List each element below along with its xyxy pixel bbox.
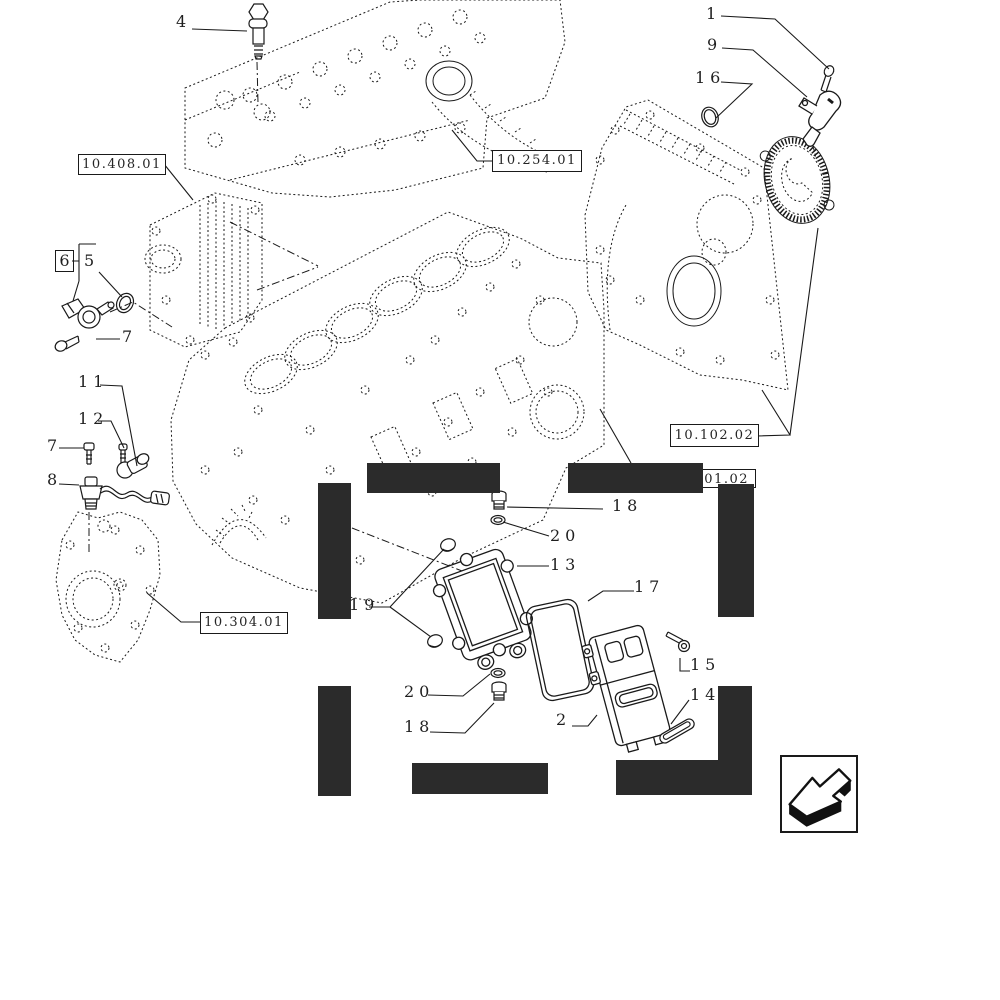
callout-19: 19 [349, 595, 380, 614]
ecu-gasket-part [525, 598, 595, 702]
bolt-7a-part [54, 335, 80, 352]
oil-pump-drawing [55, 511, 161, 663]
callout-20b: 20 [404, 682, 435, 701]
flywheel-housing-drawing [584, 99, 789, 391]
sensor-pin-part [820, 65, 835, 93]
crank-seal-drawing [666, 255, 722, 327]
ref-label: 10.254.01 [497, 153, 577, 168]
temperature-sensor-part [248, 3, 269, 60]
callout-17: 17 [634, 577, 665, 596]
callout-2: 2 [556, 710, 572, 729]
centerline-cooler-block [229, 221, 319, 291]
callout-7b: 7 [47, 436, 63, 455]
callout-12: 12 [78, 409, 109, 428]
elbow-11-part [116, 453, 150, 479]
ref-box-10-254-01: 10.254.01 [492, 150, 582, 172]
redaction-bar-right-lower [718, 686, 752, 795]
redaction-bar-bottom-left [412, 763, 548, 794]
centerline-cooler-plate [351, 527, 463, 572]
ref-label: 10.408.01 [82, 157, 162, 172]
callout-4: 4 [176, 12, 192, 31]
callout-5: 5 [84, 251, 100, 270]
back-arrow-icon [788, 768, 852, 827]
ref-box-10-408-01: 10.408.01 [78, 154, 166, 175]
bolt-15-part [665, 631, 691, 653]
intake-flange-drawing [425, 60, 473, 102]
leader-lines [58, 15, 830, 734]
callout-9: 9 [707, 35, 723, 54]
cylinder-head-drawing [184, 0, 566, 198]
ref-label-partial: 01.02 [704, 472, 749, 487]
ref-box-10-102-02: 10.102.02 [670, 424, 759, 447]
cap-19b-part [427, 634, 443, 648]
ecu-part [581, 624, 671, 753]
oring-5-part [115, 292, 135, 314]
speed-sensor-part [798, 90, 842, 147]
oring-20b-part [490, 667, 506, 679]
redaction-bar-left-lower [318, 686, 351, 796]
callout-6-boxed: 6 [55, 250, 74, 272]
redaction-bar-left-upper [318, 483, 351, 619]
ref-label: 10.102.02 [674, 428, 755, 443]
callout-1: 1 [706, 4, 722, 23]
redaction-bar-right-upper [718, 484, 754, 617]
ring-gear-drawing [759, 136, 835, 224]
oring-16-part [701, 106, 719, 128]
callout-20a: 20 [550, 526, 581, 545]
callout-18a: 18 [612, 496, 643, 515]
ecu-cooler-plate-part [432, 548, 533, 670]
ref-label: 10.304.01 [204, 615, 284, 630]
oring-20a-part [490, 514, 506, 526]
cap-19a-part [440, 538, 456, 552]
callout-7a: 7 [122, 327, 138, 346]
engine-block-drawing [170, 211, 605, 604]
centerline-oring-5 [109, 301, 173, 328]
callout-15: 15 [690, 655, 721, 674]
back-arrow-button[interactable] [780, 755, 858, 833]
fitting-18b-part [491, 681, 507, 701]
callout-18b: 18 [404, 717, 435, 736]
oil-cooler-drawing [144, 192, 263, 348]
ref-box-10-304-01: 10.304.01 [200, 612, 288, 634]
centerline-sensor-4 [256, 61, 259, 104]
callout-8: 8 [47, 470, 63, 489]
bracket-14-part [659, 718, 695, 744]
redaction-bar-top-right [568, 463, 703, 493]
callout-13: 13 [550, 555, 581, 574]
fitting-18a-part [491, 490, 507, 510]
callout-11: 11 [78, 372, 109, 391]
redaction-bar-top-left [367, 463, 500, 493]
callout-14: 14 [690, 685, 721, 704]
cam-sensor-part [61, 298, 115, 329]
callout-16: 16 [695, 68, 726, 87]
pressure-sensor-8-part [79, 476, 170, 510]
bolt-7b-part [83, 442, 95, 465]
